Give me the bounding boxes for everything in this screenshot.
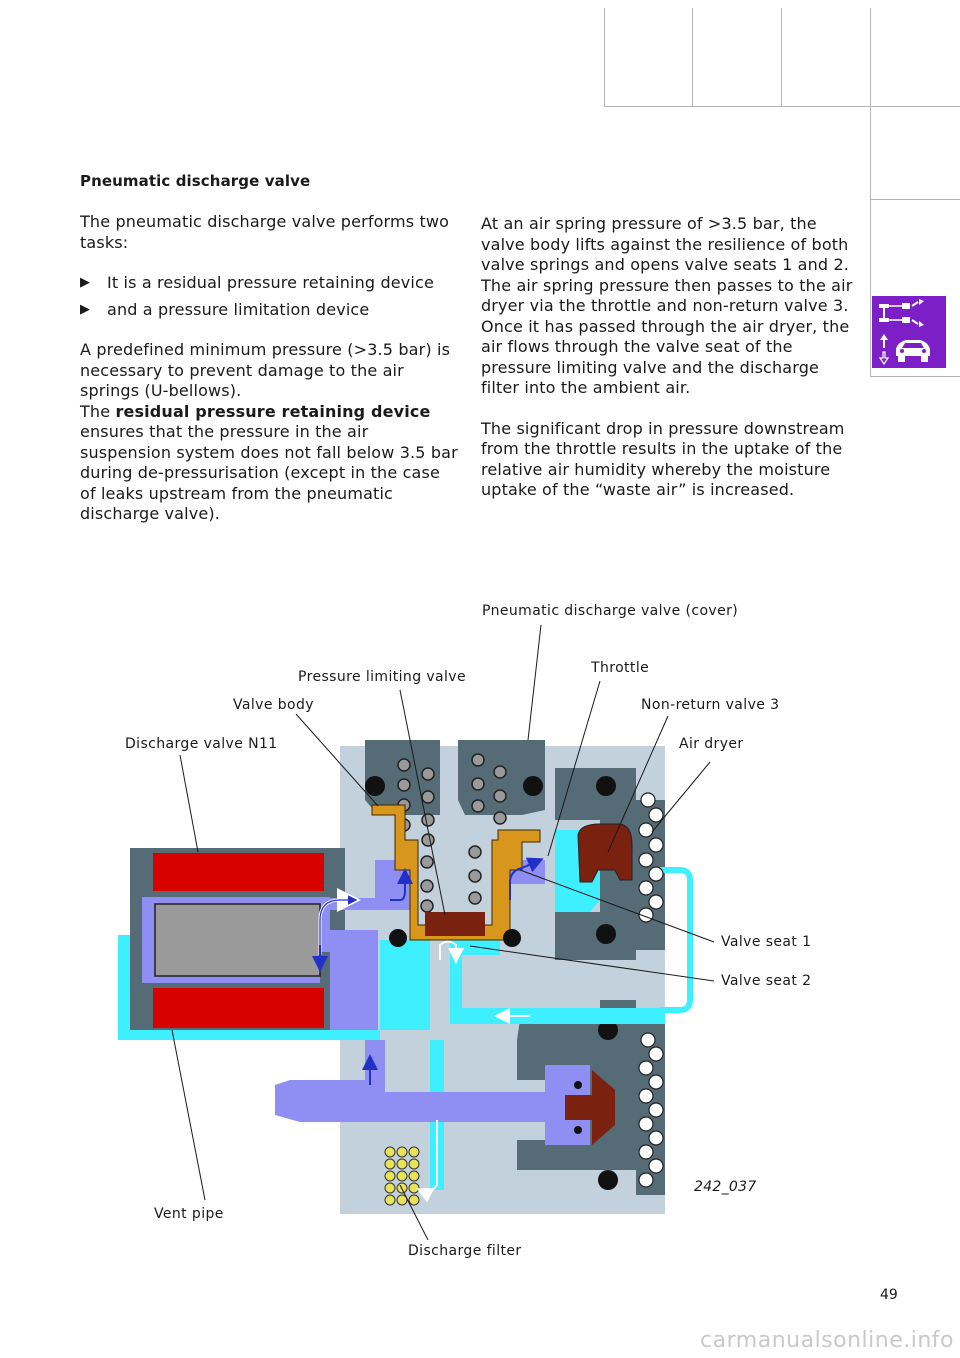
grid-line xyxy=(604,106,960,107)
label-discharge-valve: Discharge valve N11 xyxy=(125,736,278,752)
paragraph-text: ensures that the pressure in the air sus… xyxy=(80,422,458,523)
paragraph-text: The xyxy=(80,401,116,421)
label-vent-pipe: Vent pipe xyxy=(154,1206,224,1222)
bullet-arrow-icon: ▶ xyxy=(80,301,91,317)
paragraph: The significant drop in pressure downstr… xyxy=(481,418,845,500)
bold-term: residual pressure retaining device xyxy=(115,401,431,421)
grid-line xyxy=(781,8,782,106)
suspension-icon xyxy=(879,299,924,327)
label-valve-seat-1: Valve seat 1 xyxy=(721,934,812,950)
right-text-column: At an air spring pressure of >3.5 bar, t… xyxy=(481,214,861,521)
valve-body xyxy=(371,804,541,947)
flow-arrows xyxy=(312,857,544,1203)
car-lift-icon xyxy=(878,334,930,366)
label-cover: Pneumatic discharge valve (cover) xyxy=(482,603,739,619)
pressure-limiting-valve-lower xyxy=(565,1070,615,1145)
discharge-valve-n11 xyxy=(130,848,378,1040)
paragraph-text: A predefined minimum pressure (>3.5 bar)… xyxy=(80,340,451,400)
label-valve-body: Valve body xyxy=(233,697,314,713)
page-number: 49 xyxy=(880,1287,898,1303)
grid-line xyxy=(870,8,871,376)
left-text-column: The pneumatic discharge valve performs t… xyxy=(80,212,460,525)
leader-lines xyxy=(171,624,715,1241)
bullet-item: ▶ It is a residual pressure retaining de… xyxy=(80,273,460,294)
grid-line xyxy=(870,199,960,200)
watermark: carmanualsonline.info xyxy=(700,1328,954,1353)
air-dryer-pellets xyxy=(638,792,664,1188)
valve-springs xyxy=(397,753,507,913)
grid-line xyxy=(604,8,605,106)
label-air-dryer: Air dryer xyxy=(679,736,744,752)
bullet-text: and a pressure limitation device xyxy=(107,299,370,319)
discharge-filter xyxy=(384,1146,420,1206)
grid-line xyxy=(692,8,693,106)
section-tab[interactable] xyxy=(872,296,946,368)
non-return-valve xyxy=(577,823,633,883)
grid-line xyxy=(870,376,960,377)
label-pressure-limiting-valve: Pressure limiting valve xyxy=(298,669,466,685)
intro-paragraph: The pneumatic discharge valve performs t… xyxy=(80,212,450,252)
bullet-item: ▶ and a pressure limitation device xyxy=(80,300,460,321)
bullet-text: It is a residual pressure retaining devi… xyxy=(107,273,434,292)
label-discharge-filter: Discharge filter xyxy=(408,1243,522,1259)
label-throttle: Throttle xyxy=(591,660,650,676)
bullet-arrow-icon: ▶ xyxy=(80,275,91,290)
label-valve-seat-2: Valve seat 2 xyxy=(721,973,812,989)
label-non-return-valve: Non-return valve 3 xyxy=(641,697,780,713)
section-heading: Pneumatic discharge valve xyxy=(80,172,311,190)
paragraph: A predefined minimum pressure (>3.5 bar)… xyxy=(80,340,460,525)
paragraph: At an air spring pressure of >3.5 bar, t… xyxy=(481,214,853,397)
figure-number: 242_037 xyxy=(694,1179,757,1195)
